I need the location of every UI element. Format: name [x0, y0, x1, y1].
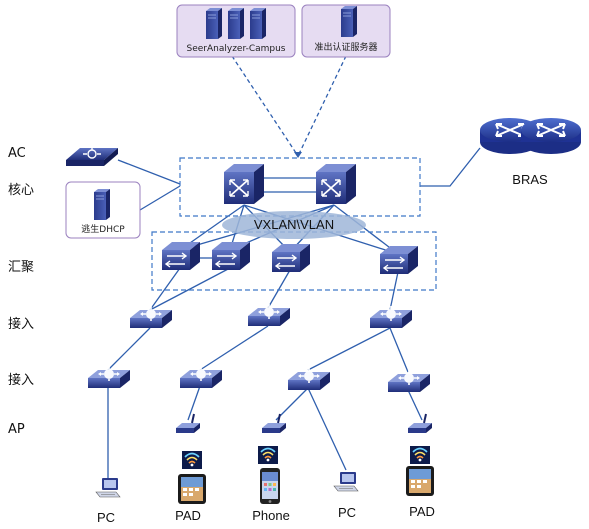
link-ac-core	[117, 159, 181, 185]
link-access-access	[199, 325, 269, 371]
link-dhcp-core	[139, 185, 181, 211]
auth-server: 准出认证服务器	[301, 4, 391, 58]
server-icon	[205, 7, 223, 40]
dhcp-server: 逃生DHCP	[65, 181, 141, 239]
aggregation-switch-icon	[211, 241, 251, 271]
access-switch-icon	[369, 305, 413, 329]
pc-icon	[333, 471, 359, 492]
link-bras-core	[420, 147, 481, 187]
access-switch-icon	[129, 305, 173, 329]
link-agg-access	[149, 267, 231, 311]
seer-server-label: SeerAnalyzer-Campus	[187, 44, 286, 54]
access-switch-icon	[247, 303, 291, 327]
aggregation-switch-icon	[271, 243, 311, 273]
link-agg-access	[267, 269, 291, 309]
link-access-pc	[307, 387, 347, 471]
endpoint-label-pc: PC	[338, 505, 356, 520]
tablet-icon	[178, 474, 206, 504]
seer-analyzer-server: SeerAnalyzer-Campus	[176, 4, 296, 58]
server-icon	[249, 7, 267, 40]
aggregation-domain-box	[151, 231, 437, 291]
link-access-ap	[275, 387, 309, 421]
access-switch-icon	[287, 367, 331, 391]
layer-label-aggregation: 汇聚	[8, 260, 34, 275]
router-icon	[520, 117, 582, 155]
wifi-signal-icon	[257, 445, 279, 465]
aggregation-switch-icon	[379, 245, 419, 275]
link-agg-access	[149, 267, 181, 311]
layer-label-core: 核心	[8, 183, 34, 198]
link-access-ap	[187, 385, 201, 421]
endpoint-label-pad: PAD	[175, 508, 201, 523]
layer-label-ac: AC	[8, 146, 26, 161]
link-access-access	[307, 327, 391, 371]
server-icon	[227, 7, 245, 40]
link-access-access	[389, 327, 409, 373]
endpoint-label-phone: Phone	[252, 508, 290, 523]
server-icon	[340, 5, 358, 38]
overlay-label: VXLAN\VLAN	[254, 217, 334, 232]
access-switch-icon	[387, 369, 431, 393]
core-switch-icon	[223, 163, 265, 205]
access-point-icon	[261, 413, 287, 434]
auth-server-label: 准出认证服务器	[314, 41, 377, 53]
wifi-signal-icon	[409, 445, 431, 465]
bras-routers: BRAS	[479, 117, 582, 187]
tablet-icon	[406, 466, 434, 496]
link-core-agg	[333, 204, 399, 255]
endpoint-label-pad: PAD	[409, 504, 435, 519]
core-domain-box	[179, 157, 421, 217]
arrow-head	[294, 152, 302, 158]
link-agg-access	[389, 271, 399, 311]
server-icon	[93, 188, 111, 221]
pc-icon	[95, 477, 121, 498]
layer-label-ap: AP	[8, 422, 25, 437]
layer-label-access: 接入	[8, 372, 34, 388]
access-switch-icon	[179, 365, 223, 389]
wifi-signal-icon	[181, 450, 203, 470]
link-auth-core	[297, 55, 347, 157]
link-seer-core	[231, 55, 299, 157]
bras-label: BRAS	[512, 172, 548, 187]
dhcp-server-label: 逃生DHCP	[81, 223, 125, 235]
access-point-icon	[175, 413, 201, 434]
link-access-ap	[407, 389, 423, 421]
vxlan-overlay	[222, 211, 366, 239]
phone-icon	[260, 468, 280, 504]
layer-label-access: 接入	[8, 316, 34, 332]
aggregation-switch-icon	[161, 241, 201, 271]
endpoint-label-pc: PC	[97, 510, 115, 525]
core-switch-icon	[315, 163, 357, 205]
access-switch-icon	[87, 365, 131, 389]
ac-device-icon	[65, 147, 119, 167]
link-access-access	[107, 327, 151, 371]
